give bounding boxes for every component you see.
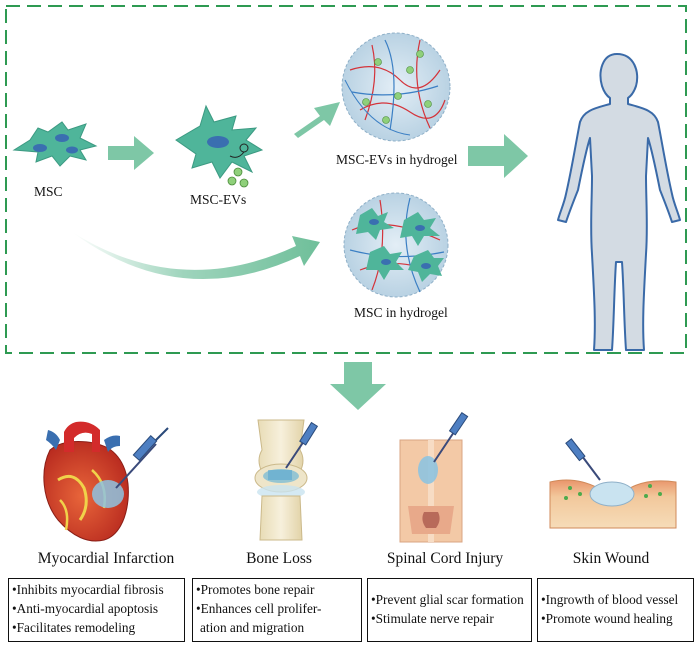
label-msc-in-hydrogel: MSC in hydrogel [354,305,448,320]
heart-icon [43,421,169,542]
skin-wound-icon [549,438,677,529]
title-spinal-cord-injury: Spinal Cord Injury [386,550,504,567]
msc-cells-icon [12,121,98,167]
title-bone-loss: Bone Loss [246,550,312,567]
bullet-item: •Promotes bone repair [196,582,315,597]
arrow-to-human [468,134,528,178]
bullet-item: •Anti-myocardial apoptosis [12,601,159,616]
bone-loss-effects: •Promotes bone repair •Enhances cell pro… [192,578,362,642]
ev-hydrogel-icon [341,32,451,142]
msc-hydrogel-icon [343,192,449,298]
label-msc: MSC [34,184,63,199]
bullet-item: •Ingrowth of blood vessel [541,592,679,607]
msc-ev-cell-icon [175,104,264,188]
spinal-cord-icon [399,411,469,543]
bullet-item: •Inhibits myocardial fibrosis [12,582,164,597]
myocardial-infarction-effects: •Inhibits myocardial fibrosis •Anti-myoc… [8,578,185,642]
bullet-item: •Enhances cell prolifer- [196,601,322,616]
bullet-item: •Promote wound healing [541,611,673,626]
arrow-msc-to-evs [108,136,154,170]
bullet-item: •Facilitates remodeling [12,620,136,635]
bullet-item: ation and migration [200,620,305,635]
spinal-cord-injury-effects: •Prevent glial scar formation •Stimulate… [367,578,532,642]
title-myocardial-infarction: Myocardial Infarction [37,550,175,567]
skin-wound-effects: •Ingrowth of blood vessel •Promote wound… [537,578,694,642]
arrow-evs-to-hydrogel [294,102,340,138]
curved-arrow-msc-to-hydrogel [72,232,320,280]
human-body-icon [557,53,681,351]
bullet-item: •Stimulate nerve repair [371,611,494,626]
title-skin-wound: Skin Wound [572,550,650,567]
down-arrow [330,362,386,410]
label-msc-evs-in-hydrogel: MSC-EVs in hydrogel [336,152,458,167]
bullet-item: •Prevent glial scar formation [371,592,524,607]
knee-bone-icon [254,419,319,541]
label-msc-evs: MSC-EVs [190,192,247,207]
dashed-frame [5,5,687,354]
